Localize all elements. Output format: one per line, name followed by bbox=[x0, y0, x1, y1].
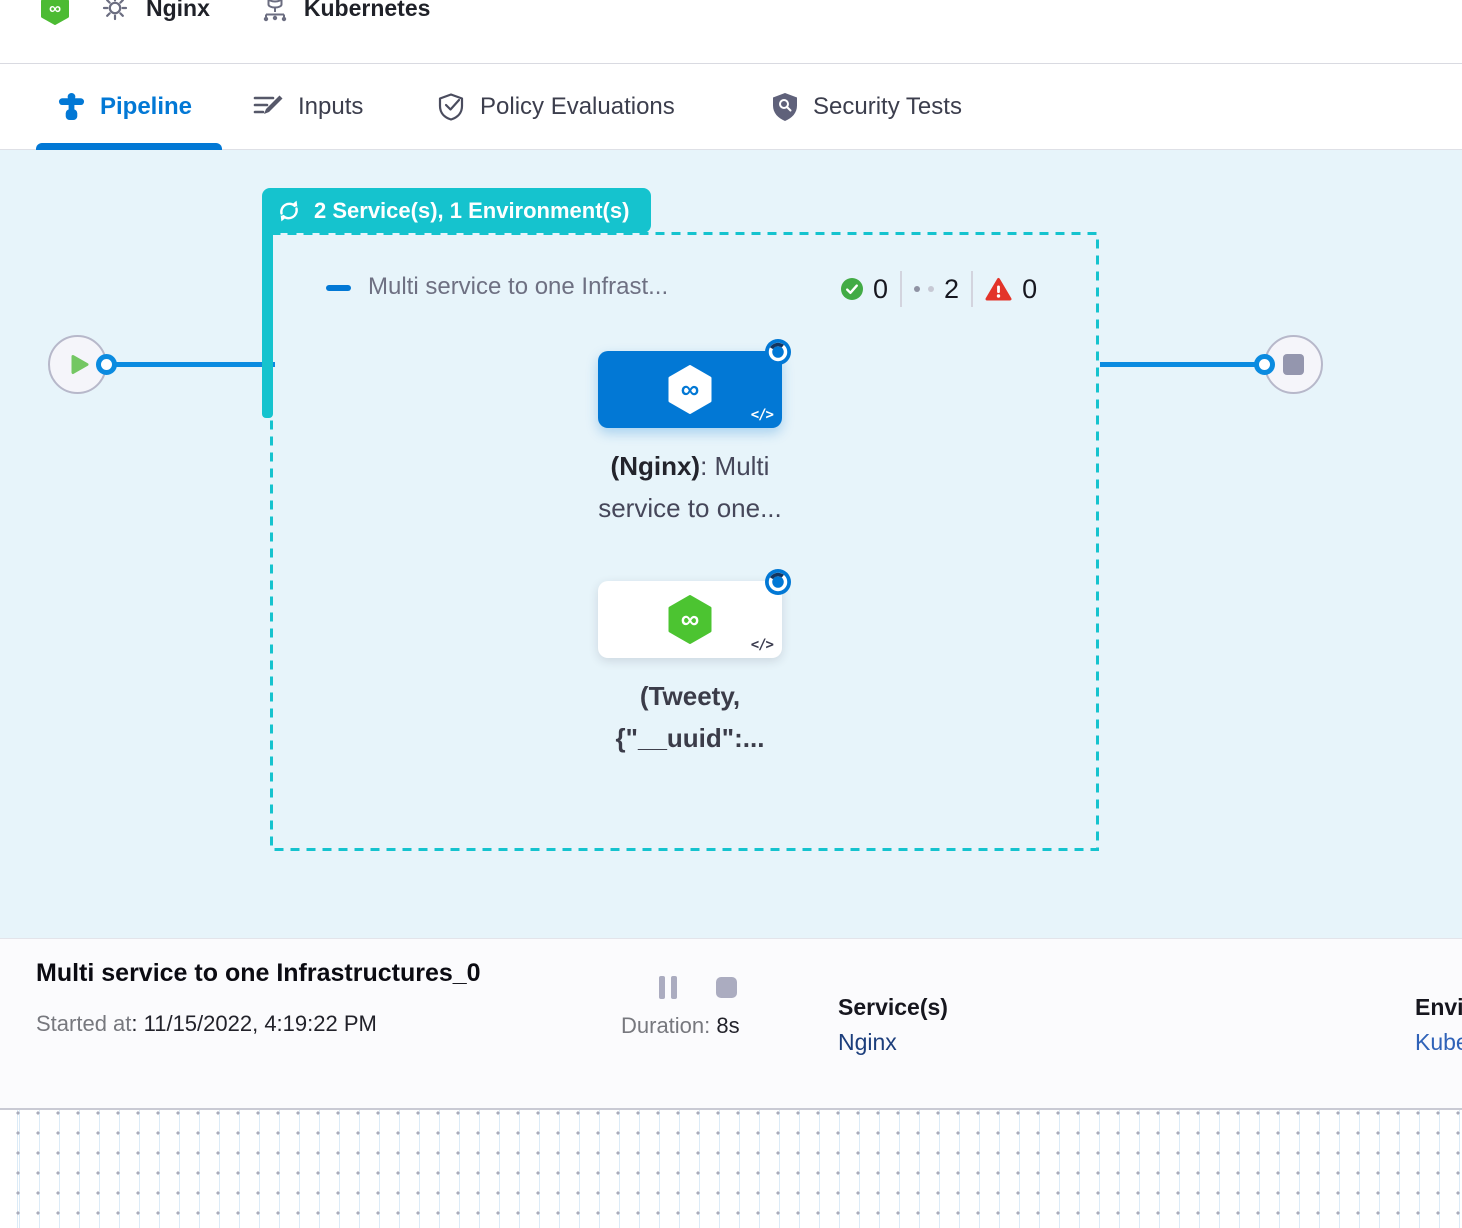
harness-hexagon-icon: ∞ bbox=[666, 365, 714, 419]
services-link[interactable]: Nginx bbox=[838, 1029, 897, 1055]
active-tab-underline bbox=[36, 143, 222, 150]
tab-policy-evaluations[interactable]: Policy Evaluations bbox=[437, 64, 675, 149]
pause-button[interactable] bbox=[659, 976, 677, 999]
stage-status-counters: 0 2 0 bbox=[841, 270, 1037, 308]
stop-icon bbox=[1283, 354, 1304, 375]
success-check-icon bbox=[841, 278, 863, 300]
tab-pipeline[interactable]: Pipeline bbox=[58, 64, 192, 149]
abort-button[interactable] bbox=[716, 977, 737, 998]
gear-icon bbox=[102, 0, 128, 21]
environment-name: Kubernetes bbox=[303, 0, 431, 21]
services-label: Service(s) bbox=[838, 994, 948, 1020]
cycle-icon bbox=[280, 200, 298, 221]
pipeline-icon bbox=[58, 93, 85, 120]
node-label-nginx: (Nginx): Multi service to one... bbox=[598, 451, 782, 523]
harness-hexagon-icon: ∞ bbox=[666, 595, 714, 649]
failed-count: 0 bbox=[1022, 273, 1038, 304]
svg-text:∞: ∞ bbox=[49, 0, 61, 18]
shield-check-icon bbox=[438, 92, 464, 121]
tab-security-tests[interactable]: Security Tests bbox=[772, 64, 962, 149]
tab-bar: Pipeline Inputs Policy Evaluations Secur… bbox=[0, 64, 1462, 150]
tab-policy-label: Policy Evaluations bbox=[480, 92, 675, 120]
environments-link[interactable]: Kubernetes bbox=[1415, 1029, 1462, 1055]
failed-counter: 0 bbox=[985, 274, 1037, 305]
stage-group-left-bar bbox=[262, 212, 273, 418]
svg-text:∞: ∞ bbox=[681, 604, 700, 634]
stage-badge-label: 2 Service(s), 1 Environment(s) bbox=[314, 197, 630, 223]
success-count: 0 bbox=[873, 273, 889, 304]
pipeline-name: Nginx bbox=[146, 0, 210, 21]
harness-service-icon: ∞ bbox=[41, 0, 69, 25]
shield-scan-icon bbox=[773, 92, 797, 121]
started-at: Started at: 11/15/2022, 4:19:22 PM bbox=[36, 1011, 377, 1036]
connector-port-right bbox=[1254, 354, 1275, 375]
pipeline-canvas: 2 Service(s), 1 Environment(s) Multi ser… bbox=[0, 150, 1462, 938]
stage-selection-box bbox=[270, 232, 1099, 851]
execution-title: Multi service to one Infrastructures_0 bbox=[36, 959, 481, 987]
duration: Duration: 8s bbox=[621, 1013, 740, 1038]
code-icon: </> bbox=[750, 407, 774, 423]
service-node-nginx[interactable]: ∞ </> bbox=[598, 339, 791, 428]
tab-security-label: Security Tests bbox=[813, 92, 962, 120]
svg-text:∞: ∞ bbox=[681, 374, 700, 404]
breadcrumb: ∞ Nginx Kubernetes bbox=[40, 0, 430, 32]
inputs-icon bbox=[253, 95, 283, 114]
connector-line-left bbox=[105, 362, 275, 367]
pending-counter: 2 bbox=[914, 274, 959, 305]
pending-count: 2 bbox=[944, 273, 960, 304]
pending-dots-icon bbox=[914, 286, 935, 292]
tab-inputs[interactable]: Inputs bbox=[253, 64, 363, 149]
connector-line-right bbox=[1100, 362, 1262, 367]
environment-breadcrumb-item[interactable]: Kubernetes bbox=[260, 0, 431, 23]
pipeline-breadcrumb-item[interactable]: Nginx bbox=[100, 0, 210, 23]
breadcrumb-bar: ∞ Nginx Kubernetes bbox=[0, 0, 1462, 64]
connector-port-left bbox=[96, 354, 117, 375]
running-spinner-icon bbox=[765, 339, 791, 365]
service-node-tweety[interactable]: ∞ </> bbox=[598, 569, 791, 658]
node-label-tweety: (Tweety, {"__uuid":... bbox=[615, 681, 765, 753]
collapse-stage-button[interactable] bbox=[326, 285, 351, 291]
tab-inputs-label: Inputs bbox=[298, 92, 364, 120]
running-spinner-icon bbox=[765, 569, 791, 595]
counter-divider bbox=[900, 271, 903, 307]
stage-group-badge[interactable]: 2 Service(s), 1 Environment(s) bbox=[262, 188, 652, 233]
play-icon bbox=[71, 355, 88, 374]
warning-triangle-icon bbox=[985, 277, 1012, 300]
execution-summary-bar: Multi service to one Infrastructures_0 S… bbox=[0, 938, 1462, 1110]
canvas-grid-area bbox=[0, 1110, 1462, 1228]
success-counter: 0 bbox=[841, 274, 888, 305]
tab-pipeline-label: Pipeline bbox=[100, 92, 193, 120]
environment-icon bbox=[263, 0, 287, 22]
environments-label: Environment(s) bbox=[1415, 994, 1462, 1020]
counter-divider bbox=[971, 271, 974, 307]
stage-title: Multi service to one Infrast... bbox=[368, 273, 669, 300]
code-icon: </> bbox=[750, 637, 774, 653]
